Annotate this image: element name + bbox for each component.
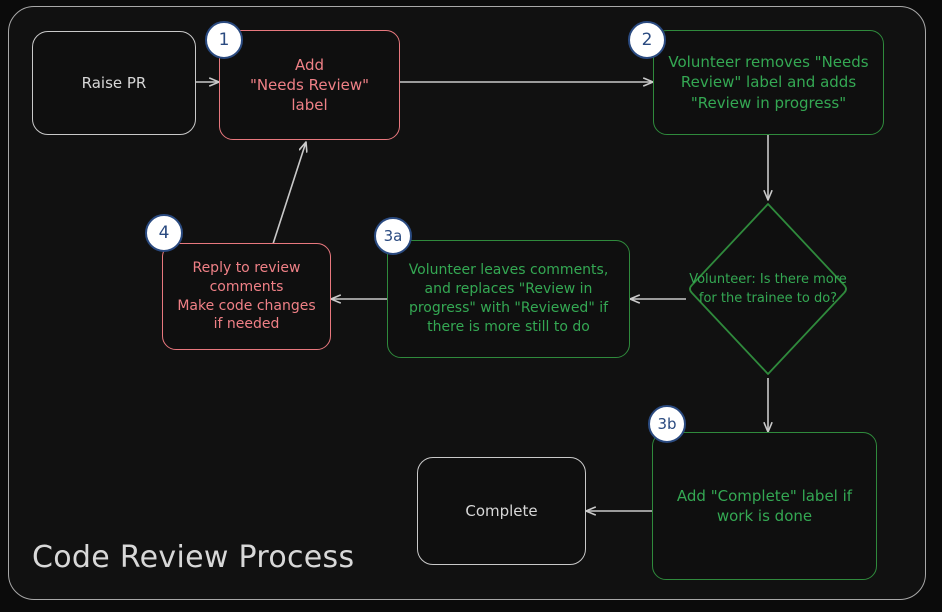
node-volunteer-removes-needs-review[interactable]: Volunteer removes "Needs Review" label a… <box>653 30 884 135</box>
text-line: Is there more for <box>698 271 847 307</box>
node-add-complete-label[interactable]: Add "Complete" label if work is done <box>652 432 877 580</box>
text-line: the trainee to do? <box>720 291 838 306</box>
text-line: Make code changes <box>177 297 316 314</box>
node-add-needs-review[interactable]: Add "Needs Review" label <box>219 30 400 140</box>
node-add-complete-label-text: Add "Complete" label if work is done <box>669 486 860 527</box>
node-decision-label: Volunteer: Is there more for the trainee… <box>686 200 850 378</box>
node-raise-pr[interactable]: Raise PR <box>32 31 196 135</box>
badge-step-2: 2 <box>628 21 666 59</box>
text-line: if needed <box>213 316 280 333</box>
node-decision-more-for-trainee[interactable]: Volunteer: Is there more for the trainee… <box>686 200 850 378</box>
text-line: "Needs Review" <box>249 75 370 94</box>
node-volunteer-leaves-comments-label: Volunteer leaves comments, and replaces … <box>401 261 617 337</box>
badge-step-1: 1 <box>205 21 243 59</box>
node-complete[interactable]: Complete <box>417 457 586 565</box>
node-volunteer-removes-label: Volunteer removes "Needs Review" label a… <box>660 52 876 113</box>
badge-step-3b: 3b <box>648 405 686 443</box>
text-line: there is more still to do <box>427 318 590 335</box>
text-line: comments <box>209 278 284 295</box>
badge-step-1-label: 1 <box>218 30 230 50</box>
badge-step-4-label: 4 <box>158 223 170 243</box>
text-line: work is done <box>716 507 813 525</box>
text-line: Review" label and adds <box>680 73 857 92</box>
badge-step-3a-label: 3a <box>383 227 403 245</box>
text-line: Volunteer leaves comments, <box>408 262 609 279</box>
node-reply-label: Reply to review comments Make code chang… <box>169 259 323 335</box>
badge-step-2-label: 2 <box>641 30 653 50</box>
text-line: "Review in progress" <box>690 93 847 112</box>
node-add-needs-review-label: Add "Needs Review" label <box>242 55 377 116</box>
diagram-title: Code Review Process <box>32 540 355 575</box>
text-line: and replaces "Review in <box>424 281 593 298</box>
node-volunteer-leaves-comments[interactable]: Volunteer leaves comments, and replaces … <box>387 240 630 358</box>
text-line: label <box>291 96 328 115</box>
text-line: Volunteer: <box>689 271 756 287</box>
text-line: progress" with "Reviewed" if <box>408 300 609 316</box>
badge-step-3a: 3a <box>374 217 412 255</box>
node-raise-pr-label: Raise PR <box>81 73 147 92</box>
node-complete-label: Complete <box>465 501 538 520</box>
badge-step-4: 4 <box>145 214 183 252</box>
text-line: Volunteer removes "Needs <box>668 53 869 72</box>
text-line: Add "Complete" label if <box>676 486 853 505</box>
text-line: Reply to review <box>192 259 301 276</box>
text-line: Add <box>294 55 325 74</box>
node-reply-to-review-comments[interactable]: Reply to review comments Make code chang… <box>162 243 331 350</box>
diamond-shape <box>689 203 847 375</box>
badge-step-3b-label: 3b <box>657 415 677 433</box>
